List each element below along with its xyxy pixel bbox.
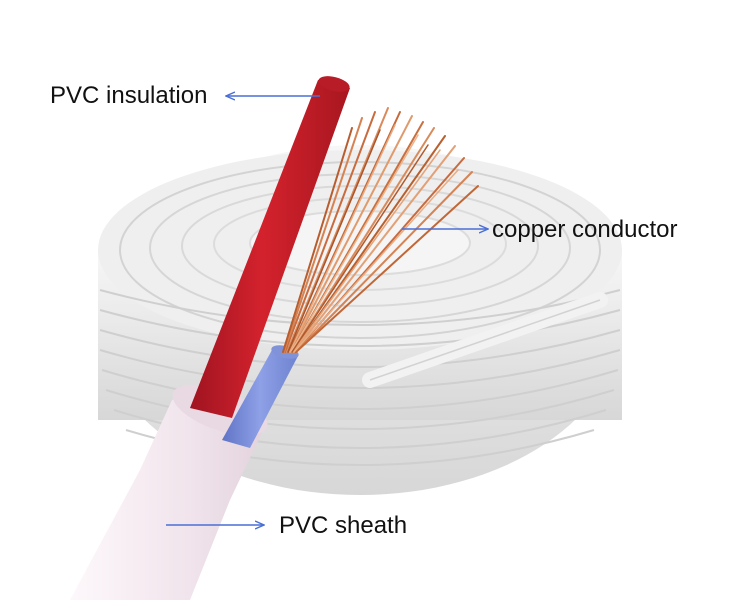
red-insulated-wire xyxy=(190,76,350,418)
pointer-arrows xyxy=(166,96,488,525)
label-pvc-insulation: PVC insulation xyxy=(50,82,208,109)
label-pvc-sheath: PVC sheath xyxy=(279,512,408,539)
label-copper-conductor: copper conductor xyxy=(492,216,678,243)
copper-strands xyxy=(282,107,479,353)
